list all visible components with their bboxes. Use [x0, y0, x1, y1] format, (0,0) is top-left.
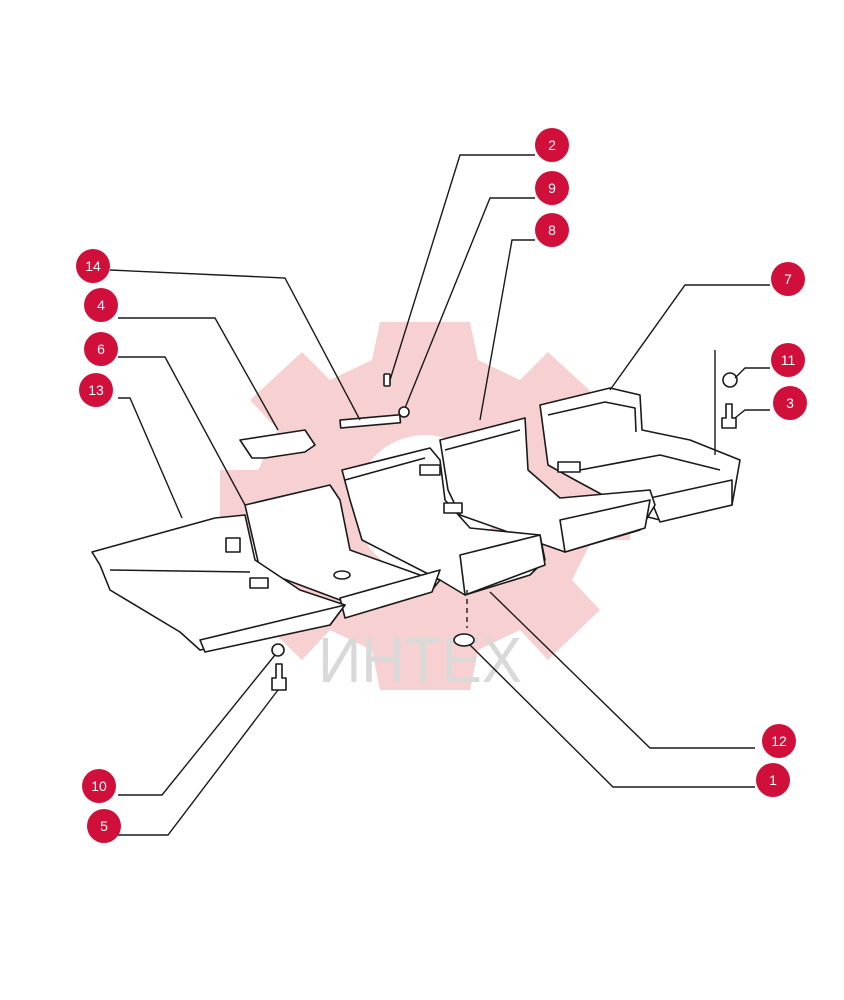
bracket-4: [239, 429, 316, 459]
callout-10[interactable]: 10: [82, 769, 116, 803]
callout-label: 4: [97, 297, 105, 313]
pin-2: [383, 373, 391, 387]
leader-6: [118, 356, 246, 506]
leader-2: [389, 154, 535, 381]
callout-label: 3: [786, 395, 794, 411]
callout-12[interactable]: 12: [762, 724, 796, 758]
leader-11: [734, 367, 770, 379]
watermark-text: ИНТЕХ: [318, 624, 522, 696]
callout-label: 2: [548, 137, 556, 153]
callout-2[interactable]: 2: [535, 128, 569, 162]
callout-14[interactable]: 14: [76, 249, 110, 283]
leader-lines: [109, 154, 770, 836]
callouts: 2 9 8 14 7 4 6 11 13 3 12 1 10 5: [76, 128, 807, 843]
bolt-5: [271, 663, 287, 691]
callout-label: 6: [97, 341, 105, 357]
callout-11[interactable]: 11: [771, 343, 805, 377]
leader-1: [469, 644, 755, 788]
nut-11: [722, 372, 738, 388]
bolt-3: [721, 403, 737, 429]
callout-label: 12: [771, 733, 787, 749]
callout-label: 14: [85, 258, 101, 274]
shield-panel-6: [244, 484, 441, 609]
rod-14: [339, 413, 402, 429]
shield-panel-7: [539, 387, 741, 521]
callout-5[interactable]: 5: [87, 809, 121, 843]
leader-12: [489, 591, 755, 749]
callout-6[interactable]: 6: [84, 332, 118, 366]
callout-8[interactable]: 8: [535, 213, 569, 247]
callout-label: 13: [88, 382, 104, 398]
leader-10: [118, 654, 276, 796]
callout-label: 1: [769, 772, 777, 788]
underbody-shield-assembly: [91, 372, 741, 691]
callout-label: 10: [91, 778, 107, 794]
callout-label: 8: [548, 222, 556, 238]
callout-7[interactable]: 7: [771, 262, 805, 296]
callout-1[interactable]: 1: [756, 763, 790, 797]
callout-label: 7: [784, 271, 792, 287]
callout-label: 5: [100, 818, 108, 834]
callout-label: 11: [781, 352, 796, 368]
callout-4[interactable]: 4: [84, 288, 118, 322]
callout-3[interactable]: 3: [773, 386, 807, 420]
leader-14: [109, 269, 361, 421]
leader-9: [404, 197, 535, 409]
leader-5: [118, 689, 279, 836]
leader-4: [118, 317, 279, 431]
washer-10: [271, 643, 285, 657]
nut-12-washer: [453, 633, 475, 647]
leader-7: [609, 284, 770, 391]
leader-3: [734, 409, 770, 419]
nut-9: [398, 406, 410, 418]
callout-label: 9: [548, 180, 556, 196]
leader-8: [479, 239, 535, 421]
callout-9[interactable]: 9: [535, 171, 569, 205]
leader-13: [118, 397, 183, 519]
callout-13[interactable]: 13: [79, 373, 113, 407]
